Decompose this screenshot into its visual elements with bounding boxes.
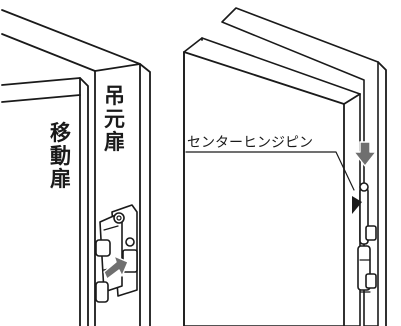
hanging-door-char-1: 吊 (104, 84, 125, 108)
hinge-body (95, 204, 138, 303)
moving-door-label: 移 動 扉 (50, 121, 71, 191)
hinge-screw-middle (125, 237, 135, 247)
hanging-door-label: 吊 元 扉 (104, 84, 125, 154)
hinge-knuckle-top (95, 239, 111, 257)
center-hinge-pin-callout: センターヒンジピン (187, 135, 313, 151)
right-door-figure (183, 7, 387, 326)
hanging-door-top-bevel (94, 63, 141, 72)
moving-door-char-3: 扉 (50, 167, 71, 191)
center-hinge-pin (357, 182, 377, 293)
moving-door-char-2: 動 (50, 144, 71, 168)
hanging-door-char-2: 元 (104, 107, 125, 131)
moving-door-outline (1, 77, 81, 326)
callout-leader-line (185, 151, 355, 191)
moving-door-char-1: 移 (50, 121, 71, 145)
frame-side-edge (139, 63, 151, 326)
hinge-knuckle-bottom (95, 281, 109, 303)
hanging-door-inner-edge (1, 33, 96, 72)
arrow-down-icon (353, 141, 377, 167)
arrow-down-right-icon (103, 255, 129, 280)
left-door-figure (1, 9, 151, 326)
moving-door-inner (1, 94, 81, 103)
hanging-door-char-3: 扉 (104, 130, 125, 154)
hinge-screw-top (113, 212, 125, 224)
pin-marker-icon (352, 196, 362, 214)
moving-door-thickness (79, 77, 89, 326)
back-door-panel (221, 7, 379, 326)
